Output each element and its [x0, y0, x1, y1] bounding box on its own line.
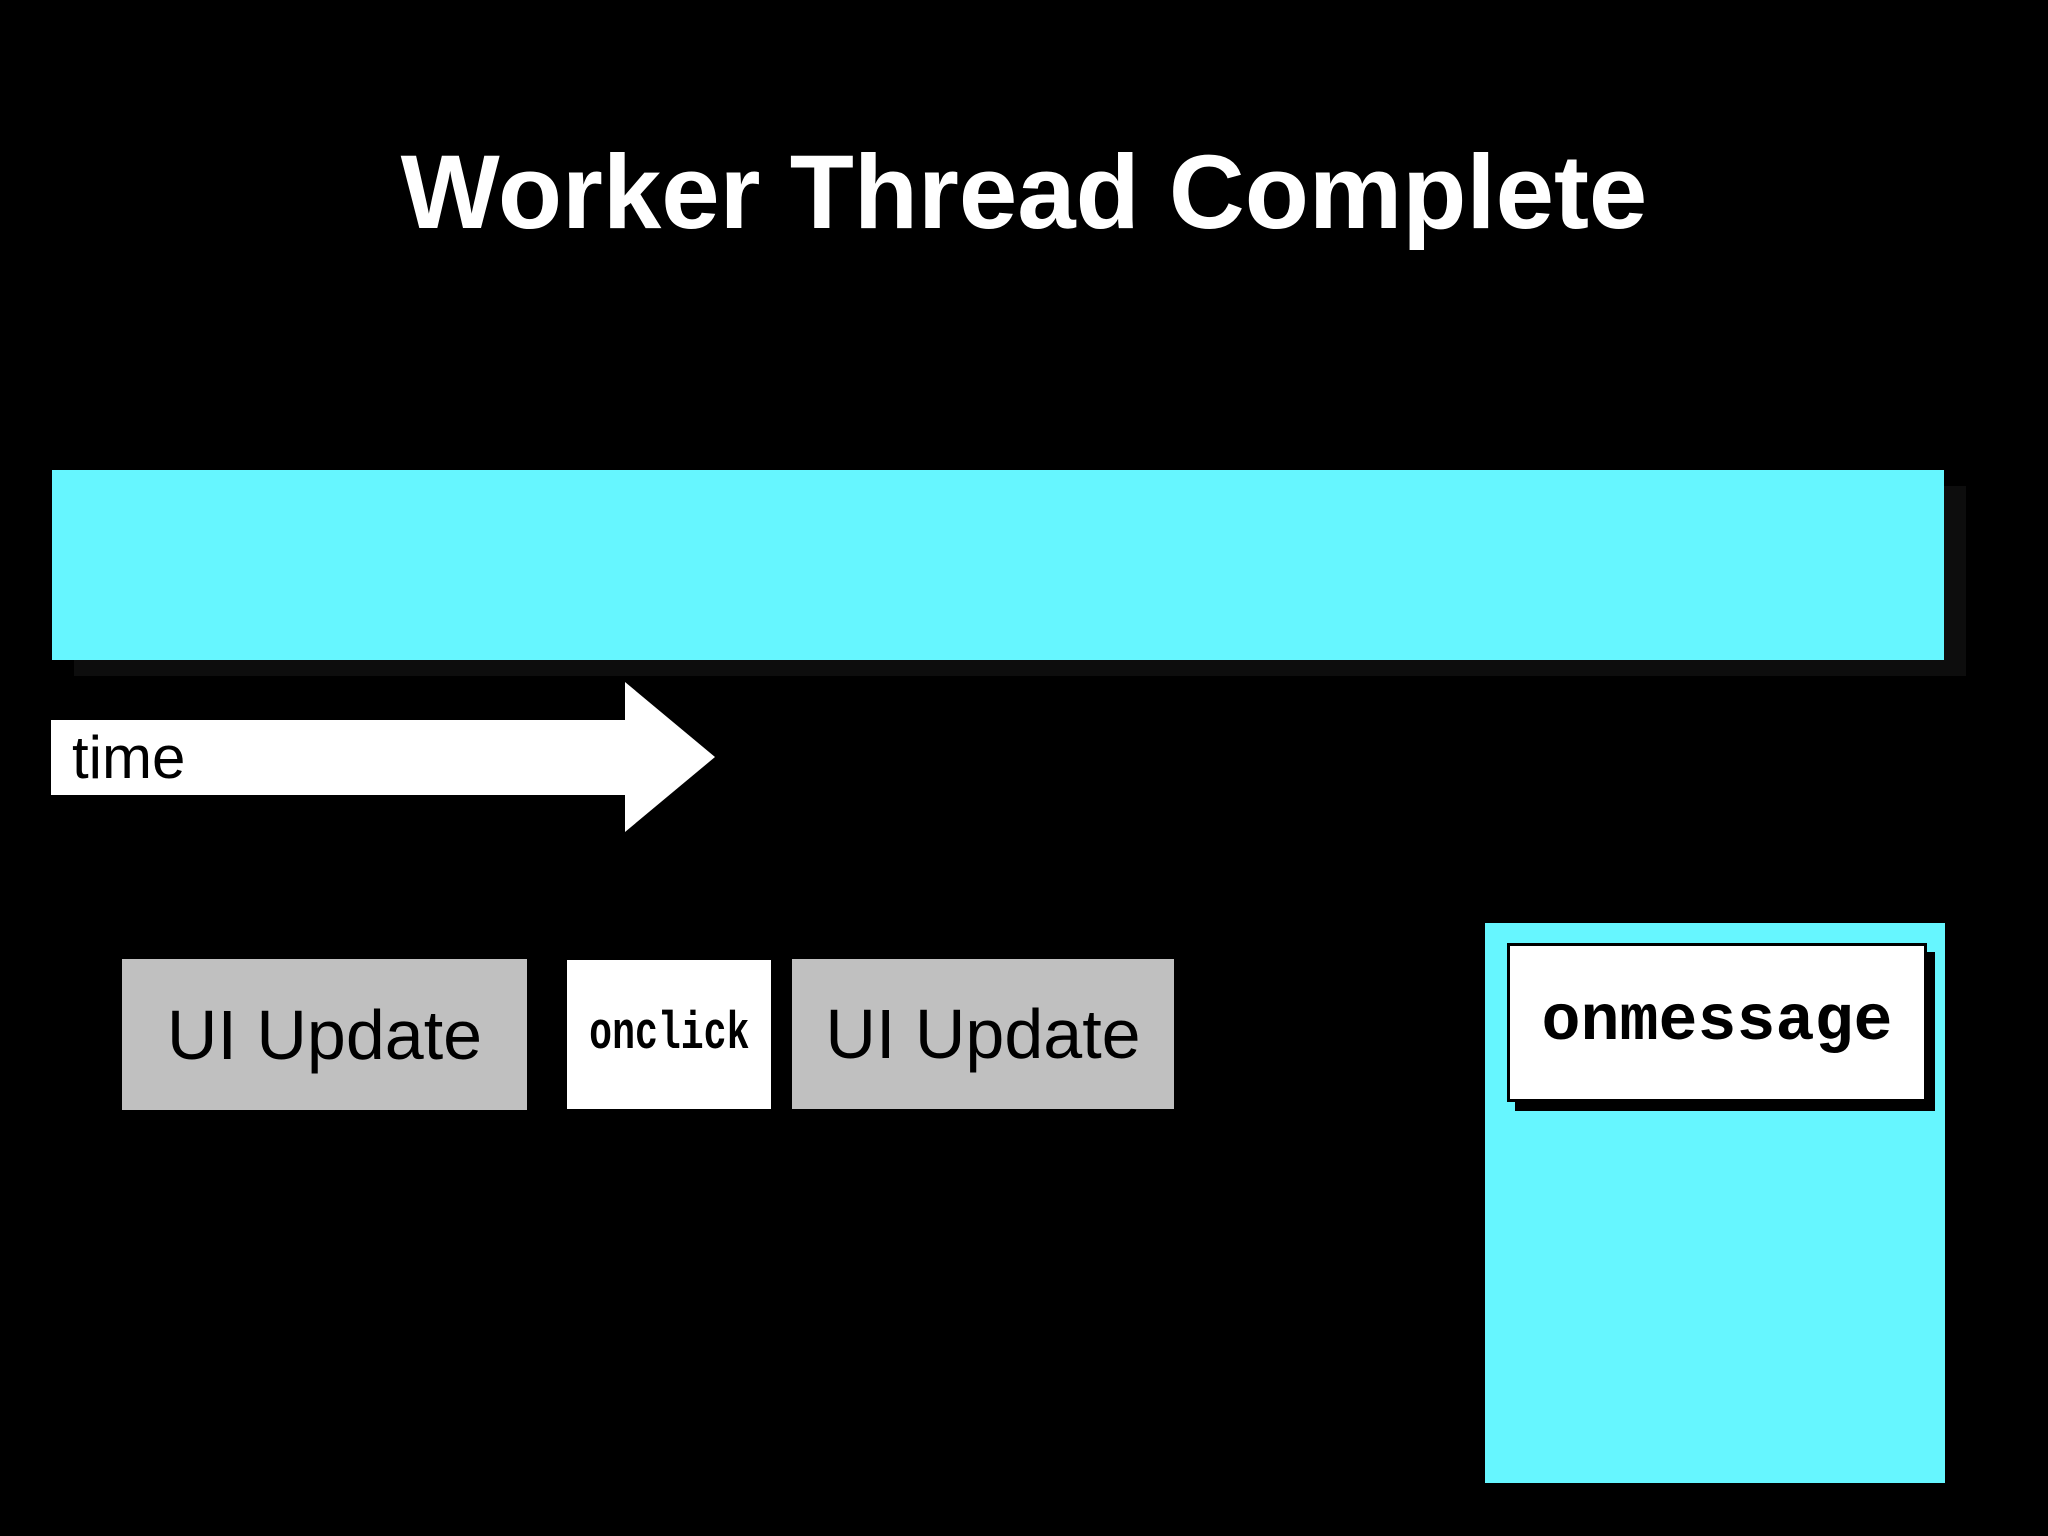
- worker-thread-block: onmessage: [1485, 923, 1945, 1483]
- onclick-block: onclick: [564, 957, 774, 1112]
- slide-title: Worker Thread Complete: [400, 134, 1648, 251]
- ui-update-block-1: UI Update: [119, 956, 530, 1113]
- onclick-label: onclick: [588, 1004, 750, 1064]
- ui-update-label-2: UI Update: [825, 995, 1141, 1073]
- ui-thread-bar: UI Update onclick UI Update: [52, 470, 1944, 1113]
- time-arrow-shaft: time: [51, 720, 625, 795]
- time-label: time: [72, 723, 186, 791]
- onmessage-label: onmessage: [1541, 985, 1893, 1059]
- onmessage-block: onmessage: [1507, 943, 1927, 1102]
- ui-update-block-2: UI Update: [789, 956, 1177, 1112]
- time-arrow-head-icon: [625, 682, 715, 832]
- ui-update-label-1: UI Update: [166, 995, 483, 1074]
